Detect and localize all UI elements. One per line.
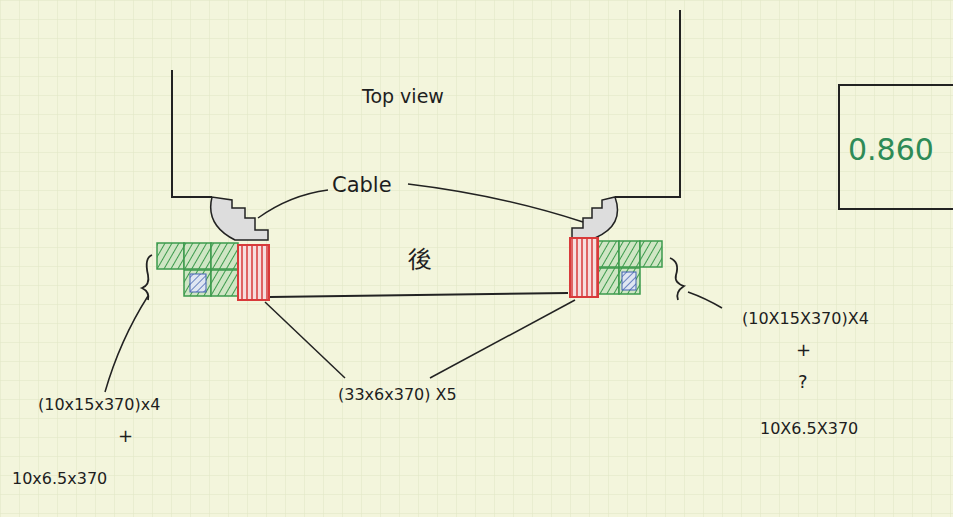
dimension-label: 10x6.5x370 (12, 470, 107, 488)
cable-symbol (211, 197, 618, 240)
brace (142, 255, 152, 300)
blue-bar (190, 274, 206, 292)
dimension-label: (10X15X370)X4 (742, 310, 869, 328)
back-line (270, 293, 568, 297)
plus-sign: + (796, 340, 811, 360)
value-text: 0.860 (848, 133, 953, 166)
dimension-label: 10X6.5X370 (760, 420, 858, 438)
question-mark: ? (798, 372, 808, 392)
plus-sign: + (118, 426, 133, 446)
value-box: 0.860 (838, 84, 953, 210)
brace (670, 258, 684, 300)
leader-line (105, 184, 722, 392)
blue-bar (622, 272, 636, 290)
red-bar (238, 245, 269, 300)
dimension-label: (33x6x370) X5 (338, 386, 457, 404)
callout-label: Cable (332, 174, 392, 197)
housing-outline (172, 70, 212, 197)
red-bar (570, 238, 598, 297)
housing-outline (615, 10, 680, 197)
view-title: Top view (362, 86, 444, 107)
dimension-label: (10x15x370)x4 (38, 396, 160, 414)
direction-label: 後 (408, 246, 432, 272)
